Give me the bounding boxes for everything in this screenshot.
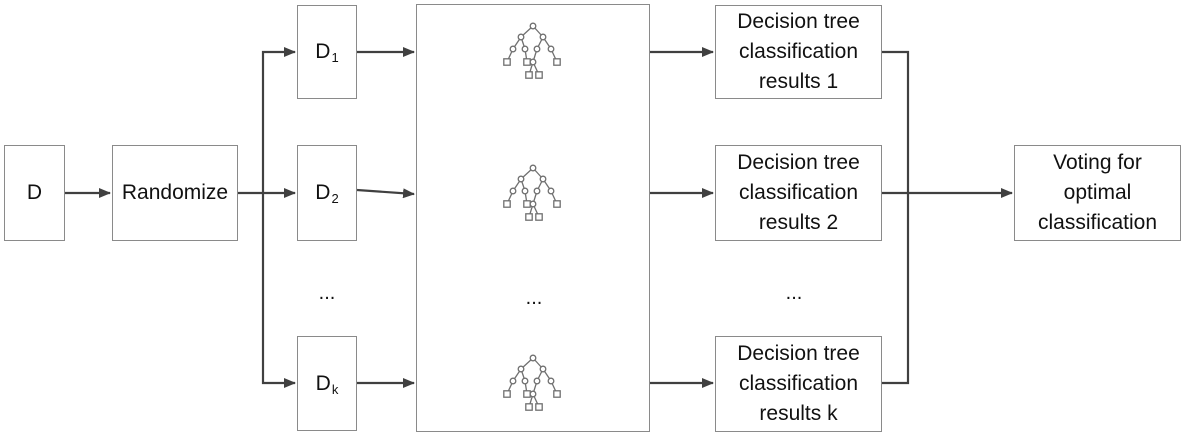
tree-node xyxy=(521,187,529,195)
tree-node xyxy=(517,175,525,183)
tree-node xyxy=(547,187,555,195)
tree-node xyxy=(539,175,547,183)
tree-leaf xyxy=(553,58,561,66)
tree-node xyxy=(529,22,537,30)
node-voting: Voting for optimal classification xyxy=(1014,145,1181,241)
node-result-k: Decision tree classification results k xyxy=(715,336,882,432)
tree-node xyxy=(529,200,537,208)
tree-leaf xyxy=(535,213,543,221)
subset-2-sub: 2 xyxy=(331,191,339,206)
tree-leaf xyxy=(525,213,533,221)
tree-node xyxy=(509,187,517,195)
node-d-label: D xyxy=(26,181,43,204)
decision-tree-icon xyxy=(503,354,561,411)
decision-tree-icon xyxy=(503,22,561,79)
voting-label: Voting for optimal classification xyxy=(1037,151,1158,234)
forest-panel: ... xyxy=(416,4,650,432)
merge-result1 xyxy=(882,50,910,193)
tree-node xyxy=(539,33,547,41)
node-result-2: Decision tree classification results 2 xyxy=(715,145,882,241)
tree-leaf xyxy=(535,71,543,79)
merge-resultk xyxy=(882,193,910,385)
branch-to-dk xyxy=(261,193,296,388)
tree-leaf xyxy=(523,390,531,398)
decision-tree-icon xyxy=(503,164,561,221)
result-1-label: Decision tree classification results 1 xyxy=(737,10,860,93)
tree-node xyxy=(509,45,517,53)
subset-k-main: D xyxy=(315,371,331,395)
node-d: D xyxy=(4,145,65,241)
tree-node xyxy=(509,377,517,385)
subset-2-main: D xyxy=(315,181,331,204)
arrow-d2-to-forest xyxy=(356,188,415,199)
node-result-1: Decision tree classification results 1 xyxy=(715,5,882,99)
tree-node xyxy=(547,377,555,385)
tree-node xyxy=(521,45,529,53)
tree-node xyxy=(517,33,525,41)
subset-k-sub: k xyxy=(331,381,339,397)
tree-node xyxy=(533,45,541,53)
node-randomize: Randomize xyxy=(112,145,238,241)
forest-ellipsis: ... xyxy=(525,287,543,309)
tree-node xyxy=(529,164,537,172)
tree-node xyxy=(529,58,537,66)
tree-leaf xyxy=(503,390,511,398)
tree-leaf xyxy=(525,403,533,411)
tree-leaf xyxy=(503,200,511,208)
tree-leaf xyxy=(523,58,531,66)
branch-to-d1 xyxy=(261,47,296,193)
tree-node xyxy=(521,377,529,385)
subset-ellipsis: ... xyxy=(318,282,336,304)
tree-leaf xyxy=(525,71,533,79)
tree-node xyxy=(533,377,541,385)
tree-node xyxy=(529,390,537,398)
result-2-label: Decision tree classification results 2 xyxy=(737,151,860,234)
subset-1-main: D xyxy=(315,40,331,63)
results-ellipsis: ... xyxy=(785,282,803,304)
tree-node xyxy=(533,187,541,195)
tree-node xyxy=(539,365,547,373)
node-randomize-label: Randomize xyxy=(121,181,229,204)
result-k-label: Decision tree classification results k xyxy=(737,342,860,425)
tree-leaf xyxy=(523,200,531,208)
tree-leaf xyxy=(503,58,511,66)
tree-node xyxy=(529,354,537,362)
tree-leaf xyxy=(553,200,561,208)
tree-node xyxy=(517,365,525,373)
tree-leaf xyxy=(535,403,543,411)
tree-node xyxy=(547,45,555,53)
tree-leaf xyxy=(553,390,561,398)
subset-1-sub: 1 xyxy=(331,50,339,65)
